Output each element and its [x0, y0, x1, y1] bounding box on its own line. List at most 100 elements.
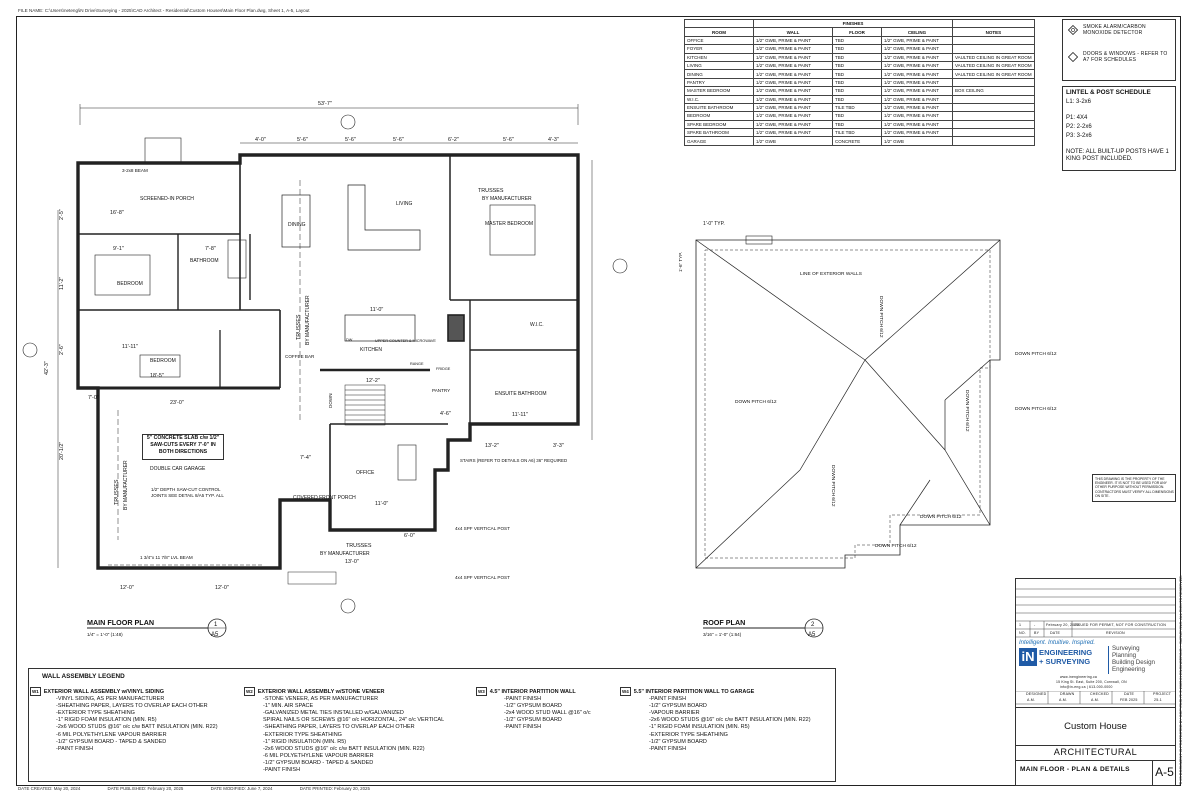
roof-pitch: DOWN PITCH 6/12	[875, 543, 917, 549]
chimney	[745, 235, 773, 245]
company-contact: info@in-eng.ca | 613-000-0000	[1060, 685, 1113, 689]
smoke-detector-label: SMOKE ALARM/CARBON MONOXIDE DETECTOR	[1083, 24, 1146, 36]
trusses-label: BY MANUFACTURER	[305, 295, 311, 345]
finishes-cell: 1/2" GWB	[881, 136, 953, 146]
wall-layer-line: -PAINT FINISH	[504, 724, 542, 731]
room-dim: 4'-6"	[440, 411, 451, 417]
discipline-title: ARCHITECTURAL	[1016, 745, 1175, 761]
field-label: PROJECT	[1153, 692, 1172, 696]
post-p3: P3: 3-2x6	[1066, 133, 1092, 139]
elevation-marker	[340, 598, 356, 614]
company-logo-mark: iN	[1019, 648, 1037, 666]
wall-layer-line: -PAINT FINISH	[649, 745, 687, 752]
front-step	[287, 571, 337, 585]
wall-layer-line: -EXTERIOR TYPE SHEATHING	[263, 731, 342, 738]
room-dim: 12'-2"	[366, 378, 380, 384]
wall-lines: -PAINT FINISH-1/2" GYPSUM BOARD-VAPOUR B…	[620, 696, 811, 753]
room-label: COVERED FRONT PORCH	[293, 495, 356, 501]
wall-title: EXTERIOR WALL ASSEMBLY w/VINYL SIDING	[43, 689, 165, 695]
title-fields-grid	[1016, 691, 1175, 705]
wall-layer-line: -1/2" GYPSUM BOARD - TAPED & SANDED	[263, 759, 374, 766]
left-dim: 2'-5"	[59, 209, 65, 220]
room-dim: 12'-0"	[120, 585, 134, 591]
stairs-note: STAIRS (REFER TO DETAILS ON A6) 36" REQU…	[460, 458, 567, 463]
room-dim: 9'-1"	[113, 246, 124, 252]
room-dim: 6'-0"	[404, 533, 415, 539]
rev-header-by: BY	[1034, 631, 1040, 635]
post-p1: P1: 4X4	[1066, 115, 1088, 121]
wall-layer-line: -1/2" GYPSUM BOARD	[649, 703, 707, 710]
wall-layer-line: -2x6 WOOD STUDS @16" o/c c/w BATT INSULA…	[56, 724, 218, 731]
project-title: Custom House	[1016, 707, 1175, 746]
appliance-label: FRIDGE	[436, 367, 451, 371]
footer-date: DATE MODIFIED: June 7, 2024	[210, 786, 273, 791]
room-label: OFFICE	[356, 470, 375, 476]
trusses-label: BY MANUFACTURER	[123, 460, 129, 510]
room-dim: 3'-3"	[553, 443, 564, 449]
window-tag-icon	[1068, 52, 1078, 62]
room-label: BATHROOM	[190, 258, 219, 264]
post-note: 4x4 SPF VERTICAL POST	[455, 526, 510, 531]
logo-divider	[1108, 646, 1109, 674]
roof-plan-number: 2	[811, 622, 815, 628]
smoke-detector-icon	[1068, 25, 1078, 35]
room-label: ENSUITE BATHROOM	[495, 391, 547, 397]
lintel-note: NOTE: ALL BUILT-UP POSTS HAVE 1 KING POS…	[1066, 149, 1169, 163]
wall-layer-line: -1/2" GYPSUM BOARD	[504, 717, 562, 724]
room-label: W.I.C.	[530, 322, 544, 328]
field-value: A.M.	[1027, 698, 1036, 702]
field-label: CHECKED	[1090, 692, 1109, 696]
wall-tag: W4	[620, 687, 631, 697]
rev-no: 1	[1019, 623, 1022, 627]
room-label: DINING	[288, 222, 306, 228]
sofa	[347, 184, 421, 251]
room-label: BEDROOM	[117, 281, 143, 287]
room-label: LIVING	[396, 201, 413, 207]
room-dim: 23'-0"	[170, 400, 184, 406]
main-plan-scale: 1/4" = 1'-0" (1:48)	[87, 632, 123, 637]
roof-pitch: DOWN PITCH 6/12	[735, 399, 777, 405]
roof-hips	[695, 239, 1001, 569]
field-value: 25-1	[1154, 698, 1162, 702]
room-dim: 13'-0"	[345, 559, 359, 565]
rev-header-date: DATE	[1050, 631, 1061, 635]
top-dim: 6'-2"	[448, 137, 459, 143]
roof-plan-sheet: A5	[808, 632, 816, 638]
main-plan-title: MAIN FLOOR PLAN	[87, 618, 154, 627]
wall-layer-line: -2x6 WOOD STUDS @16" o/c c/w BATT INSULA…	[649, 717, 811, 724]
main-plan-number: 1	[214, 622, 218, 628]
exterior-wall	[76, 153, 580, 570]
title-block: 1 - February 20, 2025 ISSUED FOR PERMIT,…	[1015, 578, 1176, 786]
wall-layer-line: -1/2" GYPSUM BOARD	[649, 738, 707, 745]
top-dim: 5'-6"	[345, 137, 356, 143]
wall-layer-line: -EXTERIOR TYPE SHEATHING	[56, 710, 135, 717]
appliance-label: DW	[346, 338, 353, 342]
room-dim: 16'-8"	[110, 210, 124, 216]
revision-grid	[1016, 588, 1175, 638]
beam-note: 3-2x8 BEAM	[122, 168, 148, 173]
bathtub	[227, 239, 247, 279]
service-item: Surveying	[1112, 645, 1140, 652]
room-label: MASTER BEDROOM	[485, 221, 533, 227]
field-value: FEB 2025	[1120, 698, 1138, 702]
control-joint-note: 1/2" DEPTH SAW-CUT CONTROL JOINTS SEE DE…	[151, 487, 224, 498]
wall-layer-line: -1/2" GYPSUM BOARD - TAPED & SANDED	[56, 738, 167, 745]
copyright-note-box: THIS DRAWING IS THE PROPERTY OF THE ENGI…	[1092, 474, 1176, 502]
field-value: A.M.	[1091, 698, 1100, 702]
room-label: DOUBLE CAR GARAGE	[150, 466, 206, 472]
wall-legend-box: WALL ASSEMBLY LEGEND	[28, 668, 836, 782]
trusses-label: BY MANUFACTURER	[320, 551, 370, 557]
wall-tag: W3	[476, 687, 487, 697]
company-website: www.inengineering.ca	[1060, 675, 1097, 679]
lintel-schedule-box: LINTEL & POST SCHEDULE L1: 3-2x6 P1: 4X4…	[1062, 86, 1176, 171]
room-dim: 11'-11"	[122, 344, 138, 350]
company-services: Surveying Planning Building Design Engin…	[1112, 645, 1155, 673]
wall-layer-line: -VINYL SIDING, AS PER MANUFACTURER	[56, 696, 165, 703]
wall-legend-title: WALL ASSEMBLY LEGEND	[42, 673, 125, 680]
company-name-2: + SURVEYING	[1039, 657, 1091, 666]
wall-layer-line: -6 MIL POLYETHYLENE VAPOUR BARRIER	[263, 752, 374, 759]
